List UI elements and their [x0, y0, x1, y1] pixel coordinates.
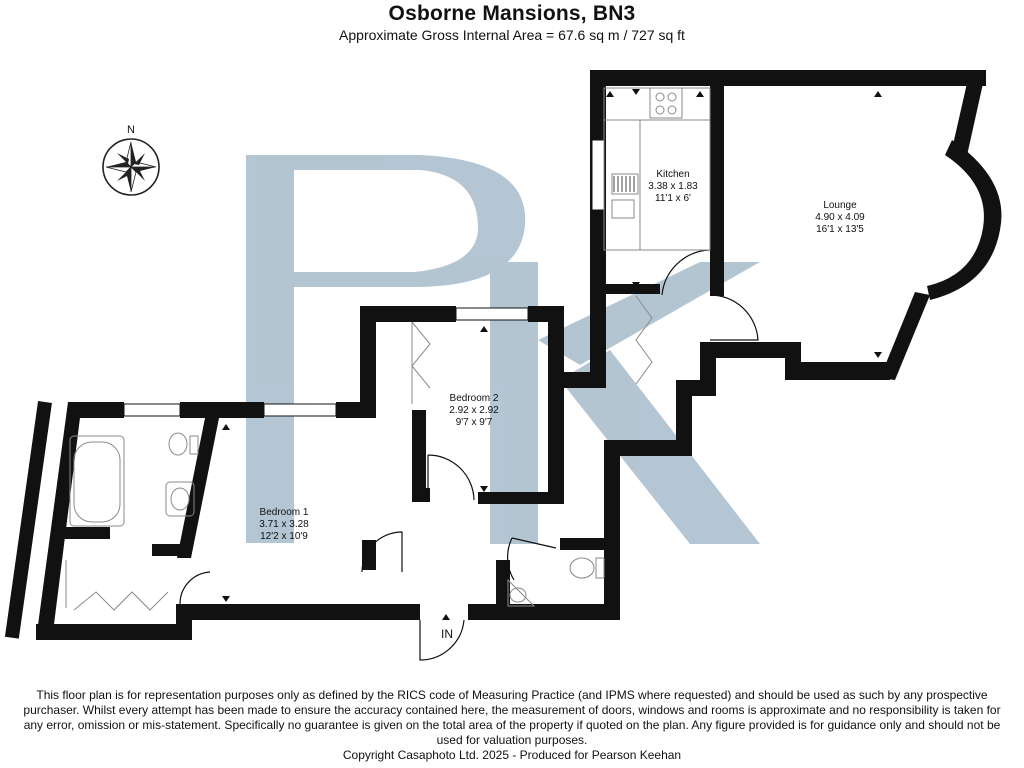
svg-text:Bedroom 2: Bedroom 2	[450, 393, 499, 404]
room-label-lounge: Lounge 4.90 x 4.09 16'1 x 13'5	[815, 200, 865, 235]
svg-text:Lounge: Lounge	[823, 200, 857, 211]
copyright-text: Copyright Casaphoto Ltd. 2025 - Produced…	[342, 748, 682, 762]
svg-text:2.92 x 2.92: 2.92 x 2.92	[449, 405, 499, 416]
watermark-logo	[246, 155, 760, 544]
measurement-arrows	[222, 89, 882, 620]
svg-text:3.71 x 3.28: 3.71 x 3.28	[259, 519, 309, 530]
svg-text:9'7 x 9'7: 9'7 x 9'7	[456, 417, 493, 428]
plan-title: Osborne Mansions, BN3	[388, 2, 636, 25]
area-subtitle: Approximate Gross Internal Area = 67.6 s…	[339, 27, 685, 43]
windows	[123, 139, 605, 417]
room-label-bedroom-2: Bedroom 2 2.92 x 2.92 9'7 x 9'7	[449, 393, 499, 428]
svg-text:Bedroom 1: Bedroom 1	[260, 507, 309, 518]
room-label-bedroom-1: Bedroom 1 3.71 x 3.28 12'2 x 10'9	[259, 507, 309, 542]
svg-text:12'2 x 10'9: 12'2 x 10'9	[260, 531, 308, 542]
compass-north-label: N	[127, 124, 135, 136]
doors	[179, 249, 759, 661]
entrance-label: IN	[441, 627, 453, 641]
svg-text:3.38 x 1.83: 3.38 x 1.83	[648, 181, 698, 192]
fixtures	[65, 87, 711, 611]
svg-text:Kitchen: Kitchen	[656, 169, 689, 180]
disclaimer-text: This floor plan is for representation pu…	[23, 688, 1001, 747]
compass-rose-icon	[102, 138, 160, 196]
floor-plan: N	[4, 70, 1002, 661]
svg-text:4.90 x 4.09: 4.90 x 4.09	[815, 212, 865, 223]
svg-text:11'1 x 6': 11'1 x 6'	[655, 193, 691, 204]
svg-text:16'1 x 13'5: 16'1 x 13'5	[816, 224, 864, 235]
room-label-kitchen: Kitchen 3.38 x 1.83 11'1 x 6'	[648, 169, 698, 204]
